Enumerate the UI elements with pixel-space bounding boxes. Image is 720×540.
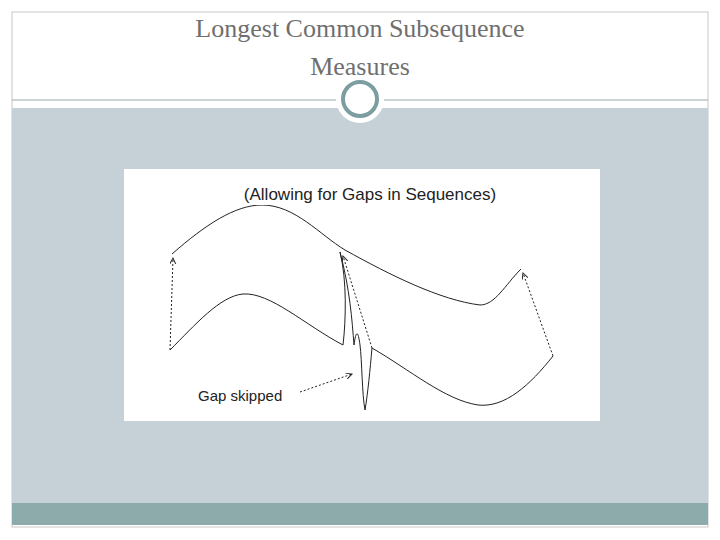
figure-heading: (Allowing for Gaps in Sequences)	[200, 185, 540, 205]
gap-label: Gap skipped	[196, 387, 284, 404]
slide-title: Longest Common Subsequence Measures	[145, 10, 575, 86]
